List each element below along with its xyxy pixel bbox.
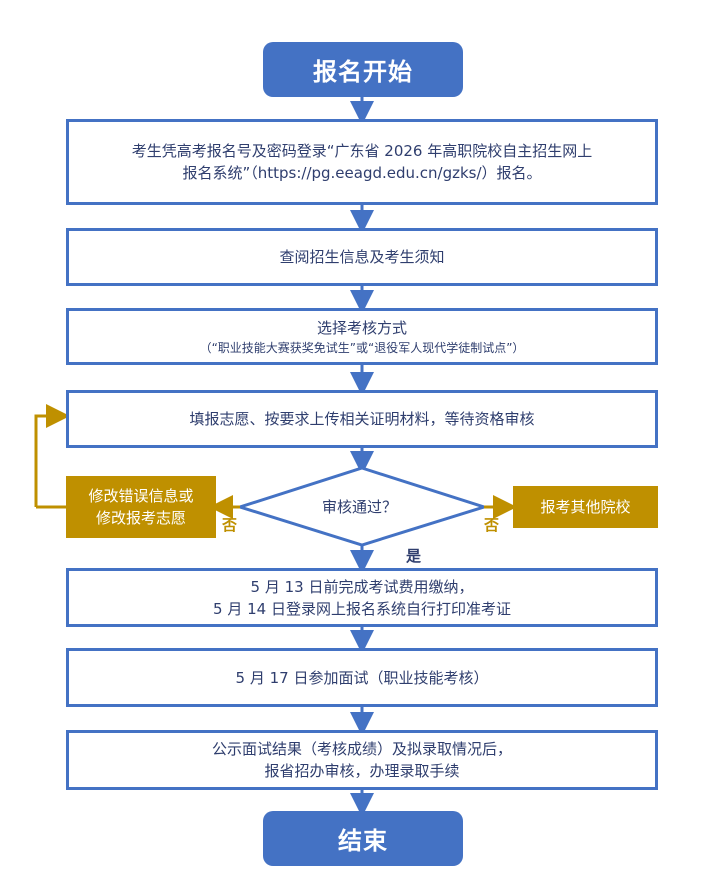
start-node: 报名开始 [263,42,463,97]
step-interview-text: 5 月 17 日参加面试（职业技能考核） [235,668,489,687]
step-interview: 5 月 17 日参加面试（职业技能考核） [66,648,658,707]
step-fee-line1: 5 月 13 日前完成考试费用缴纳， [250,577,474,596]
arrow-loop-back [34,404,70,507]
step-login-line2: 报名系统”（https://pg.eeagd.edu.cn/gzks/）报名。 [182,164,542,182]
step-fill-text: 填报志愿、按要求上传相关证明材料，等待资格审核 [189,410,535,428]
step-fee-line2: 5 月 14 日登录网上报名系统自行打印准考证 [213,599,511,618]
step-result-line1: 公示面试结果（考核成绩）及拟录取情况后， [211,740,512,758]
label-no-right: 否 [484,516,500,534]
step-login-line1: 考生凭高考报名号及密码登录“广东省 2026 年高职院校自主招生网上 [131,142,593,160]
decision-text: 审核通过？ [322,498,398,516]
box-modify-line2: 修改报考志愿 [95,509,186,527]
box-other-school-text: 报考其他院校 [540,498,631,516]
step-fill: 填报志愿、按要求上传相关证明材料，等待资格审核 [66,390,658,448]
box-modify-line1: 修改错误信息或 [88,487,194,505]
step-read: 查阅招生信息及考生须知 [66,228,658,286]
box-modify: 修改错误信息或 修改报考志愿 [66,476,216,538]
box-other-school: 报考其他院校 [513,486,658,528]
step-choose: 选择考核方式 （“职业技能大赛获奖免试生”或“退役军人现代学徒制试点”） [66,308,658,365]
decision-diamond [235,466,489,547]
step-choose-title: 选择考核方式 [316,318,407,337]
step-read-text: 查阅招生信息及考生须知 [279,248,445,266]
end-node: 结束 [263,811,463,866]
step-fee: 5 月 13 日前完成考试费用缴纳， 5 月 14 日登录网上报名系统自行打印准… [66,568,658,627]
step-result-line2: 报省招办审核，办理录取手续 [264,762,460,780]
step-choose-subtitle: （“职业技能大赛获奖免试生”或“退役军人现代学徒制试点”） [199,340,525,355]
label-no-left: 否 [222,516,238,534]
step-login: 考生凭高考报名号及密码登录“广东省 2026 年高职院校自主招生网上 报名系统”… [66,119,658,205]
label-yes: 是 [406,547,422,565]
step-result: 公示面试结果（考核成绩）及拟录取情况后， 报省招办审核，办理录取手续 [66,730,658,790]
